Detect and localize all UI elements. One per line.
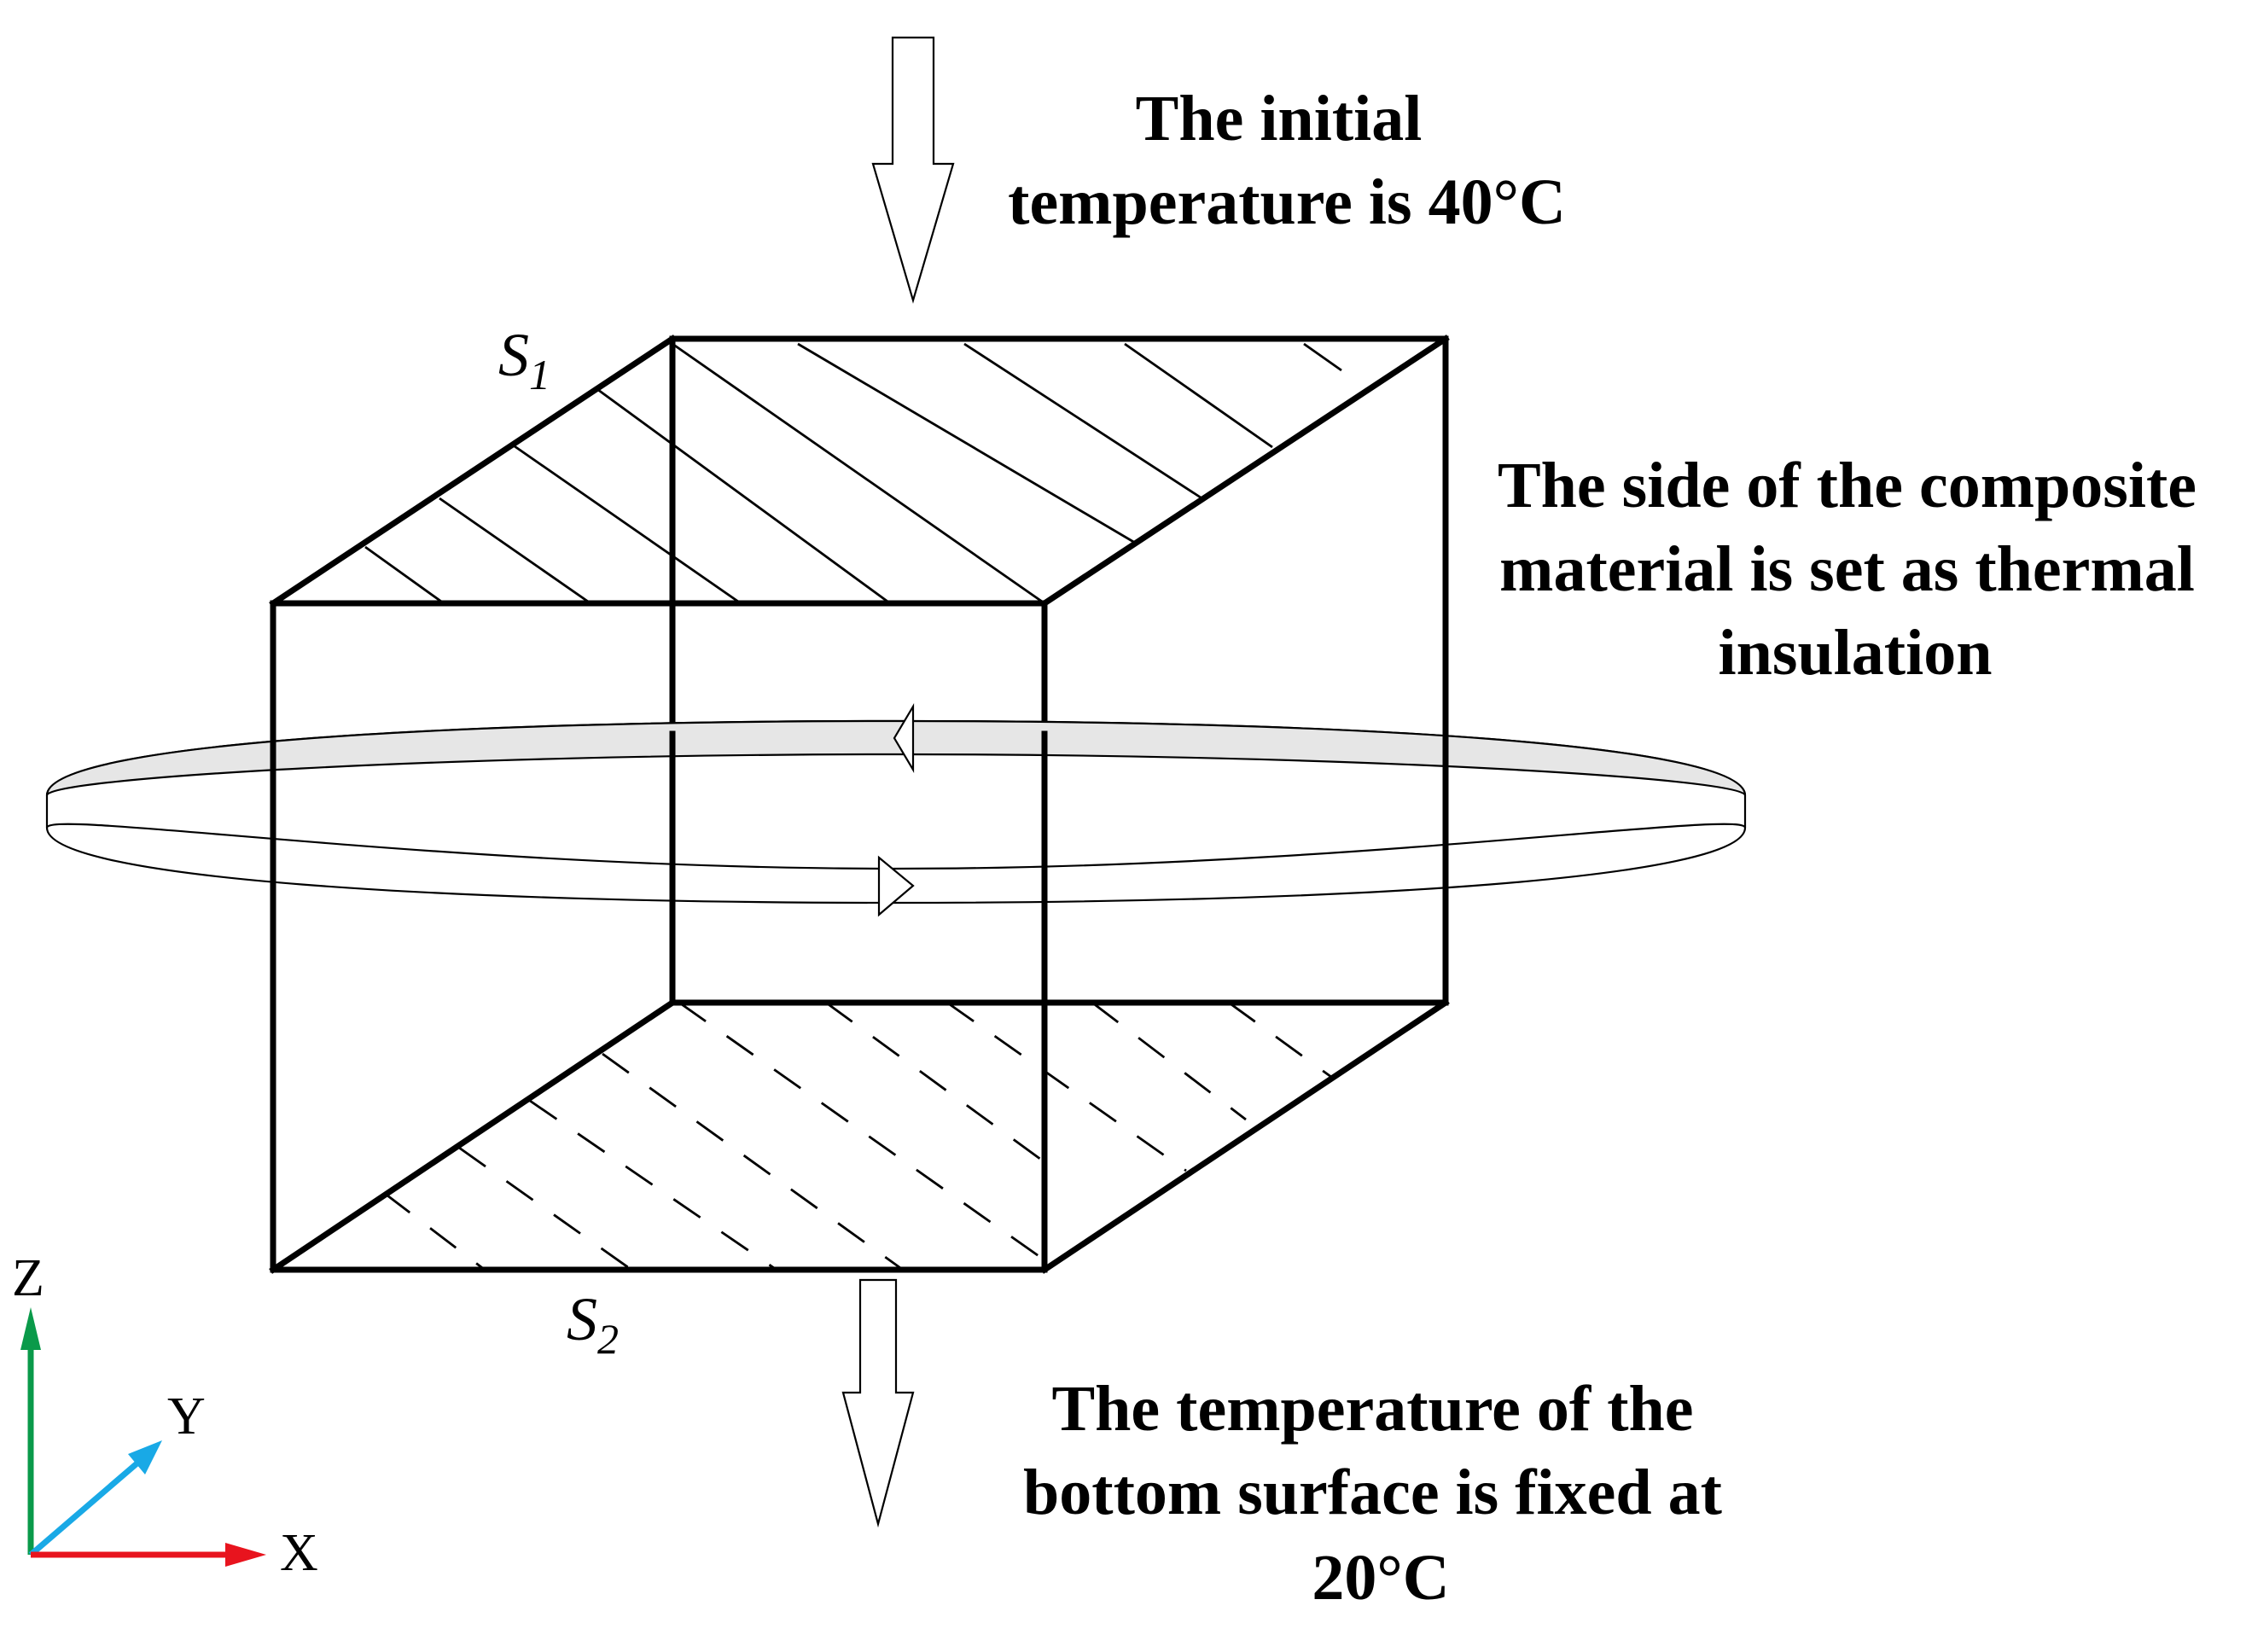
x-axis-label: X — [280, 1524, 318, 1582]
top-face-hatching — [364, 342, 1342, 605]
bottom-heat-arrow — [841, 1278, 915, 1528]
cube-front-overlay — [270, 730, 1449, 912]
front-face — [270, 600, 1048, 1273]
z-axis-arrowhead — [20, 1307, 41, 1350]
coordinate-axes: Z Y X — [12, 1249, 318, 1582]
bottom-face-hatching — [383, 1001, 1332, 1271]
face-label-s2: S2 — [567, 1285, 619, 1363]
ring-arrow-right — [877, 855, 915, 917]
thermal-insulation-caption: The side of the composite material is se… — [1498, 450, 2213, 689]
y-axis-label: Y — [167, 1387, 206, 1446]
ring-top-surface — [45, 719, 1747, 796]
x-axis-arrowhead — [225, 1543, 266, 1567]
top-heat-arrow — [871, 36, 955, 304]
ring-arrow-left — [893, 702, 915, 774]
face-label-s1: S1 — [498, 321, 550, 398]
initial-temperature-caption: The initial temperature is 40°C — [1008, 83, 1566, 238]
z-axis-label: Z — [12, 1249, 44, 1307]
insulation-ring — [45, 702, 1747, 917]
y-axis-line — [28, 1458, 143, 1557]
bottom-temperature-caption: The temperature of the bottom surface is… — [1023, 1373, 1738, 1614]
y-axis-arrowhead — [128, 1440, 162, 1475]
